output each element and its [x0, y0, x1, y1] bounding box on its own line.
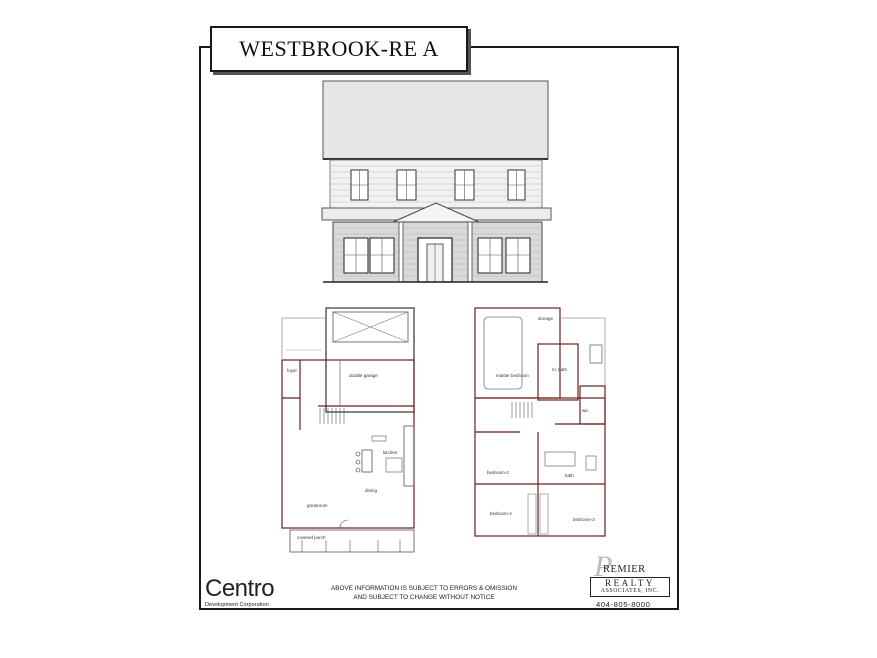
upper-floor-labels: storage master bedroom m. bath wic bedro…	[487, 316, 595, 522]
label-great-room: greatroom	[307, 503, 328, 508]
porch-outline	[289, 529, 415, 553]
main-floor-plan	[281, 307, 415, 553]
label-bedroom-4: bedroom-4	[490, 511, 512, 516]
premier-realty-box: REALTY ASSOCIATES, INC.	[590, 577, 670, 597]
front-elevation	[321, 80, 552, 283]
main-floor-walls	[281, 359, 415, 529]
master-bath-walls	[537, 343, 579, 401]
label-storage: storage	[538, 316, 554, 321]
disclaimer-line-1: ABOVE INFORMATION IS SUBJECT TO ERRORS &…	[331, 585, 517, 592]
disclaimer-line-2: AND SUBJECT TO CHANGE WITHOUT NOTICE	[353, 594, 495, 601]
label-wic: wic	[582, 408, 589, 413]
main-floor-labels: foyer double garage kitchen dining great…	[287, 368, 398, 540]
label-kitchen: kitchen	[383, 450, 398, 455]
premier-name: REMIER	[603, 564, 646, 575]
master-suite-walls	[474, 307, 561, 399]
label-foyer: foyer	[287, 368, 298, 373]
upper-floor-plan	[474, 307, 606, 537]
premier-phone: 404-805-8000	[596, 600, 651, 609]
premier-realty-logo: P REMIER REALTY ASSOCIATES, INC. 404-805…	[588, 552, 676, 610]
label-bath: bath	[565, 473, 574, 478]
upper-floor-walls	[474, 397, 606, 537]
label-bedroom-2: bedroom-2	[487, 470, 509, 475]
premier-realty: REALTY	[605, 578, 655, 588]
centro-logo: Centro Development Corporation	[205, 577, 305, 611]
disclaimer: ABOVE INFORMATION IS SUBJECT TO ERRORS &…	[318, 584, 530, 602]
plan-title: WESTBROOK-RE A	[210, 26, 468, 72]
label-master-bath: m. bath	[552, 367, 568, 372]
label-bedroom-3: bedroom-3	[573, 517, 595, 522]
upper-roof	[322, 80, 549, 160]
label-master-bedroom: master bedroom	[496, 373, 529, 378]
label-covered-porch: covered porch	[297, 535, 326, 540]
centro-name: Centro	[205, 575, 275, 602]
premier-p-monogram-icon: P	[594, 550, 613, 583]
label-dining: dining	[365, 488, 378, 493]
centro-subtitle: Development Corporation	[205, 602, 269, 608]
premier-associates: ASSOCIATES, INC.	[600, 588, 660, 594]
label-double-garage: double garage	[349, 373, 378, 378]
